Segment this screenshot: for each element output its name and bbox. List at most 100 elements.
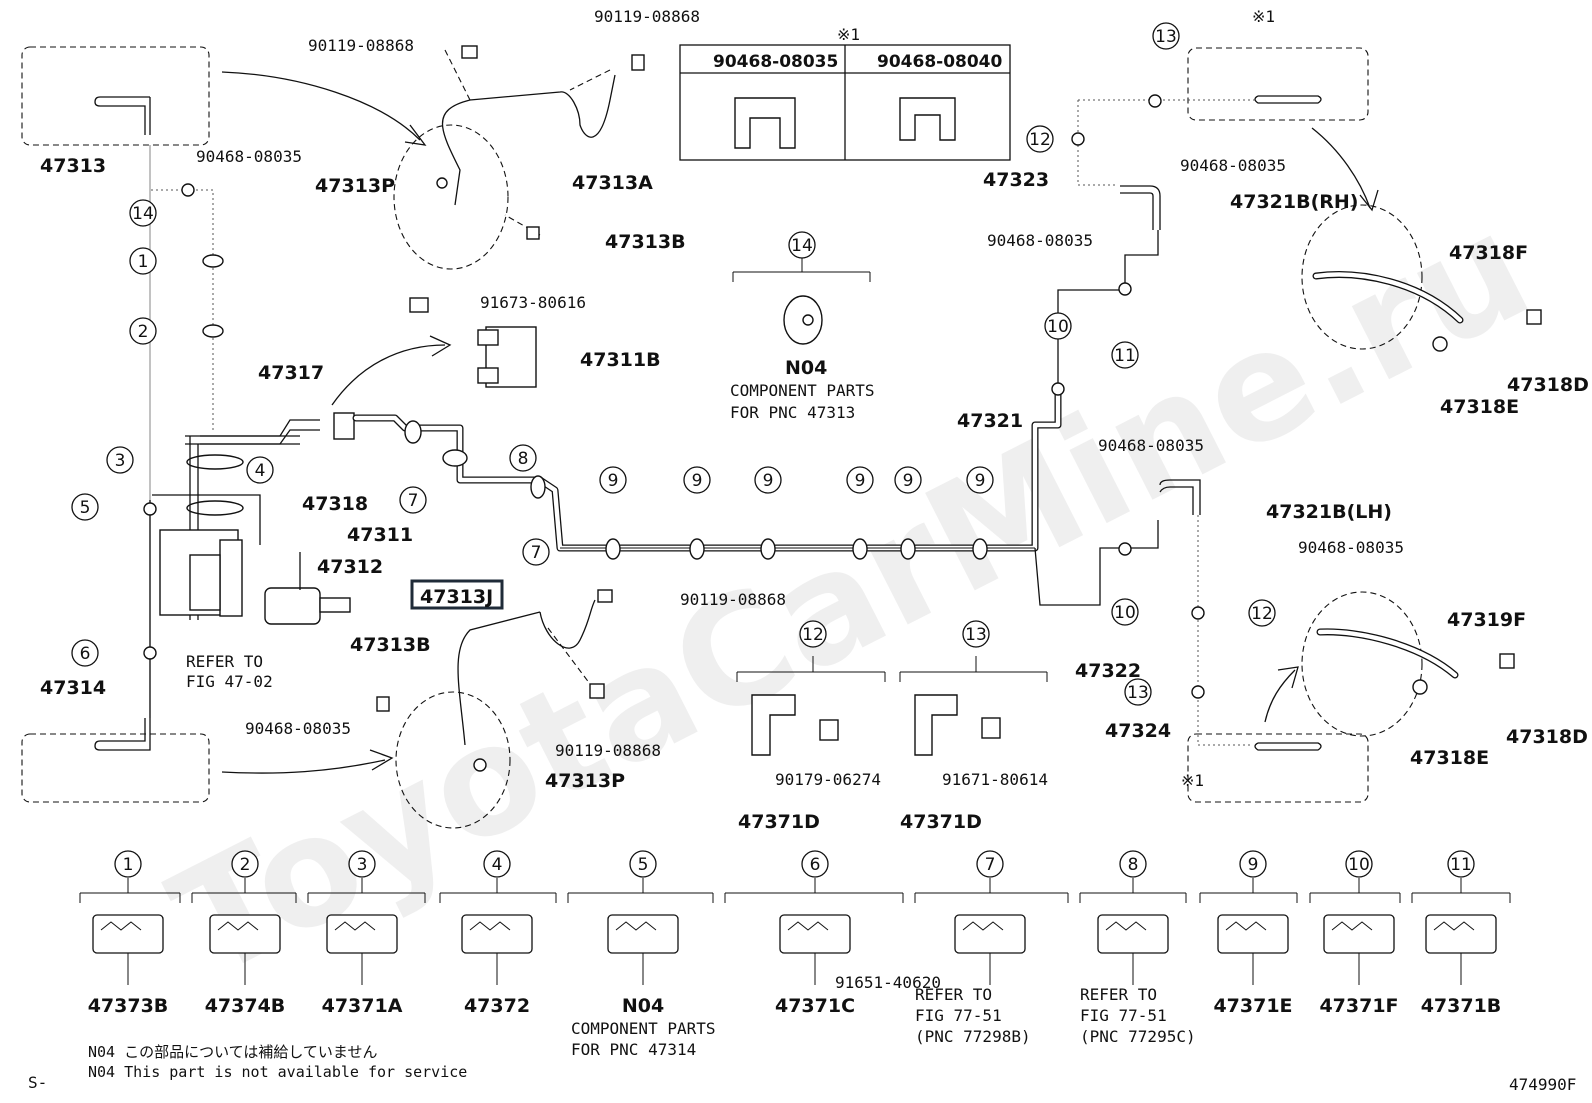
- label-star-top: ※1: [1252, 7, 1275, 26]
- callout-13: 13: [1124, 678, 1152, 706]
- master-cylinder-assembly: [152, 435, 351, 625]
- note-jp: N04 この部品については補給していません: [88, 1043, 377, 1061]
- callout-2: 2: [129, 317, 157, 345]
- callout-4: 4: [246, 456, 274, 484]
- arrow-bottom-right: [1264, 669, 1296, 723]
- label-47324: 47324: [1105, 720, 1171, 742]
- label-90119-tr: 90119-08868: [594, 7, 700, 26]
- bottom-desc-3: (PNC 77295C): [1080, 1027, 1196, 1046]
- label-star-bot: ※1: [1181, 771, 1204, 790]
- label-47318: 47318: [302, 493, 368, 515]
- table-header-1: 90468-08035: [713, 52, 838, 72]
- callout-number: 5: [80, 498, 91, 518]
- callout-number: 9: [855, 471, 866, 491]
- arrow-bottom-left: [221, 759, 386, 774]
- callout-number: 3: [115, 451, 126, 471]
- part-labels: 47313 47313P 47313A 47313B 90119-08868 9…: [28, 7, 1589, 1094]
- label-n04-desc-a: COMPONENT PARTS: [730, 381, 875, 400]
- label-g13-bolt: 91671-80614: [942, 770, 1048, 789]
- label-47314: 47314: [40, 677, 106, 699]
- note-en: N04 This part is not available for servi…: [88, 1063, 467, 1081]
- label-47311B: 47311B: [580, 349, 661, 371]
- label-47311: 47311: [347, 524, 413, 546]
- bottom-part-label: 47371B: [1421, 995, 1502, 1017]
- bottom-callout-number: 9: [1248, 855, 1259, 875]
- bottom-callout-number: 10: [1348, 855, 1370, 875]
- label-g13-clamp: 47371D: [900, 811, 982, 833]
- bottom-part-label: 47371F: [1319, 995, 1398, 1017]
- clip-drawing: [1097, 914, 1169, 954]
- label-90468-left-bot: 90468-08035: [245, 719, 351, 738]
- bottom-desc-2: FOR PNC 47314: [571, 1040, 696, 1059]
- detail-ring-top: [393, 124, 509, 270]
- label-47318D-bot: 47318D: [1506, 726, 1588, 748]
- bottom-desc-1: COMPONENT PARTS: [571, 1019, 716, 1038]
- bottom-bolt-label: 91651-40620: [835, 973, 941, 992]
- bottom-part-3: 3 47371A: [307, 850, 426, 1017]
- callout-14: 14: [788, 231, 816, 259]
- label-90119-mr: 90119-08868: [680, 590, 786, 609]
- label-47322: 47322: [1075, 660, 1141, 682]
- callout-9: 9: [683, 466, 711, 494]
- reference-box-top-left: [21, 46, 210, 146]
- callout-number: 14: [132, 204, 154, 224]
- clamp-13: [914, 694, 958, 756]
- callout-9: 9: [754, 466, 782, 494]
- callout-number: 9: [692, 471, 703, 491]
- label-90468-left-top: 90468-08035: [196, 147, 302, 166]
- label-47323: 47323: [983, 169, 1049, 191]
- washer-table: [679, 44, 1011, 161]
- clip-drawing: [1217, 914, 1289, 954]
- label-47313B-bot: 47313B: [350, 634, 431, 656]
- arrow-top-left: [221, 71, 421, 141]
- label-47321B-RH: 47321B(RH): [1230, 191, 1358, 213]
- bottom-callout-number: 8: [1128, 855, 1139, 875]
- figure-id: 474990F: [1509, 1075, 1576, 1094]
- clip-drawing: [1323, 914, 1395, 954]
- label-47313B-top: 47313B: [605, 231, 686, 253]
- callout-number: 11: [1114, 346, 1136, 366]
- bottom-parts-group: 147373B247374B347371A4473725N04COMPONENT…: [79, 850, 1511, 1059]
- callout-7: 7: [399, 486, 427, 514]
- detail-ring-right-top: [1301, 204, 1423, 350]
- callout-number: 10: [1114, 603, 1136, 623]
- bottom-part-label: N04: [622, 995, 664, 1017]
- callout-12: 12: [1248, 599, 1276, 627]
- callout-9: 9: [894, 466, 922, 494]
- label-47321B-LH: 47321B(LH): [1266, 501, 1392, 523]
- label-47321: 47321: [957, 410, 1023, 432]
- callout-number: 6: [80, 644, 91, 664]
- callout-number: 1: [138, 252, 149, 272]
- callout-9: 9: [599, 466, 627, 494]
- callout-10: 10: [1111, 598, 1139, 626]
- label-47319F: 47319F: [1447, 609, 1526, 631]
- callout-14: 14: [129, 199, 157, 227]
- callout-5: 5: [71, 493, 99, 521]
- bottom-part-label: 47371A: [322, 995, 403, 1017]
- callout-number: 9: [975, 471, 986, 491]
- callout-12: 12: [799, 620, 827, 648]
- bottom-callout-number: 3: [357, 855, 368, 875]
- label-47313P-top: 47313P: [315, 175, 395, 197]
- label-91673: 91673-80616: [480, 293, 586, 312]
- reference-box-bottom-right: [1187, 733, 1369, 803]
- label-g12-bolt: 90179-06274: [775, 770, 881, 789]
- callout-number: 13: [1155, 27, 1177, 47]
- clip-drawing: [954, 914, 1026, 954]
- bottom-callout-number: 2: [240, 855, 251, 875]
- bottom-desc-1: REFER TO: [915, 985, 992, 1004]
- label-n04-top: N04: [785, 357, 827, 379]
- callout-number: 7: [408, 491, 419, 511]
- bottom-callout-number: 1: [123, 855, 134, 875]
- label-refer-a: REFER TO: [186, 652, 263, 671]
- bottom-desc-3: (PNC 77298B): [915, 1027, 1031, 1046]
- label-90119-mb: 90119-08868: [555, 741, 661, 760]
- callout-3: 3: [106, 446, 134, 474]
- note-prefix: S-: [28, 1073, 47, 1092]
- clip-drawing: [461, 914, 533, 954]
